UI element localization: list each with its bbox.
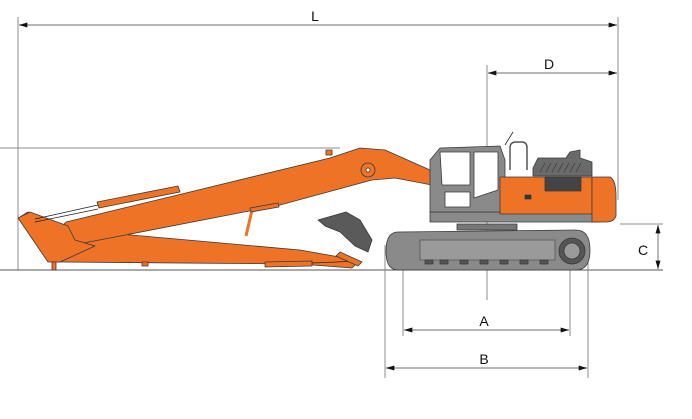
- arm-cylinder: [264, 260, 313, 268]
- cab-window: [439, 151, 471, 186]
- dim-label-D: D: [544, 56, 554, 72]
- swing-bearing: [456, 223, 518, 231]
- counterweight: [591, 176, 617, 223]
- engine-hood: [532, 149, 593, 177]
- dim-label-A: A: [479, 313, 489, 329]
- dim-label-C: C: [638, 242, 648, 258]
- handrail: [509, 141, 528, 170]
- excavator: [17, 131, 617, 271]
- bucket: [317, 211, 373, 253]
- boom-cylinder: [96, 185, 181, 209]
- dim-label-B: B: [479, 351, 488, 367]
- dimension-lines: [19, 22, 661, 371]
- dim-label-L: L: [311, 8, 319, 24]
- arm-tip: [17, 211, 96, 263]
- boom: [57, 147, 433, 245]
